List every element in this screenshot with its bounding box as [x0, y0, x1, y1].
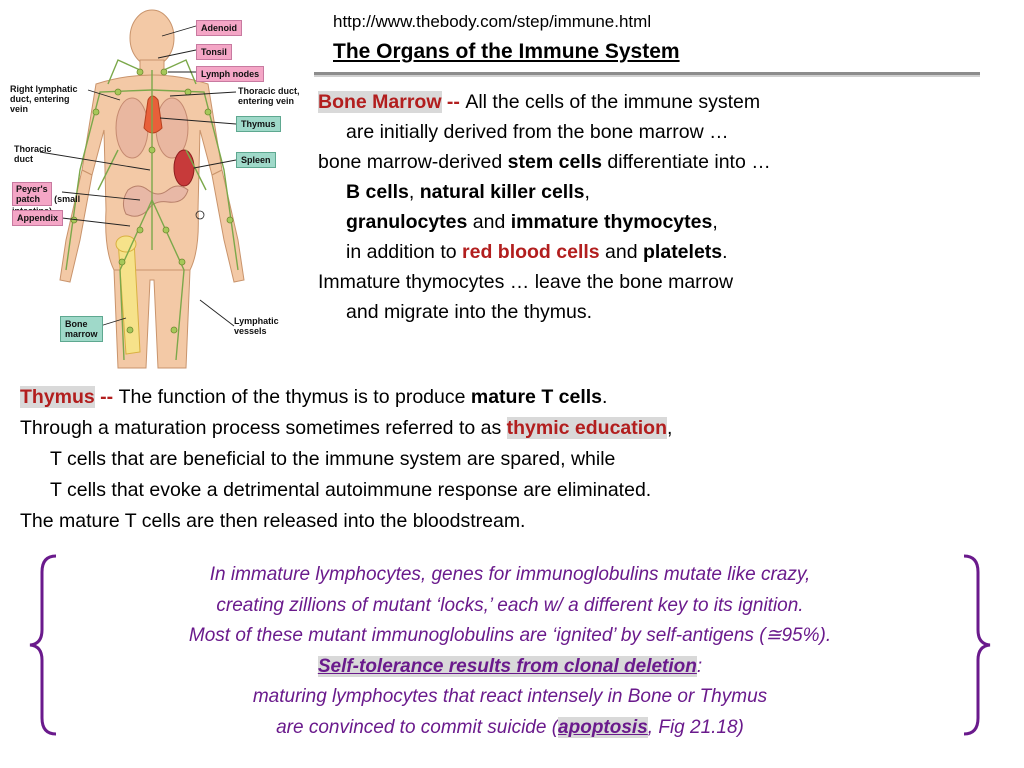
label-lymph-nodes: Lymph nodes: [196, 66, 265, 82]
bone-marrow-dash: --: [441, 91, 466, 113]
bone-marrow-line-6: in addition to red blood cells and plate…: [318, 237, 771, 267]
th-l2-a: Through a maturation process sometimes r…: [20, 417, 507, 439]
tol-l6-a: are convinced to commit suicide (: [276, 716, 559, 738]
bm-l4-b: ,: [408, 181, 420, 203]
bm-l6-e: .: [722, 241, 728, 263]
stem-cells-term: stem cells: [507, 151, 602, 173]
mature-t-cells-term: mature T cells: [470, 386, 603, 408]
bone-marrow-line-8: and migrate into the thymus.: [346, 301, 593, 323]
bone-marrow-line-3: bone marrow-derived stem cells different…: [318, 147, 771, 177]
immune-system-figure: Adenoid Tonsil Lymph nodes Right lymphat…: [0, 0, 312, 372]
tolerance-line-1: In immature lymphocytes, genes for immun…: [209, 564, 811, 585]
tol-l4-b: :: [696, 655, 703, 677]
platelets-term: platelets: [643, 241, 723, 263]
label-right-lymphatic-duct: Right lymphatic duct, entering vein: [10, 84, 78, 114]
bm-l4-d: ,: [584, 181, 590, 203]
thymus-line-5: The mature T cells are then released int…: [20, 510, 526, 532]
thymus-dash: --: [94, 386, 119, 408]
tolerance-line-6: are convinced to commit suicide (apoptos…: [60, 713, 960, 744]
th-l1-a: The function of the thymus is to produce: [118, 386, 471, 408]
bm-l3-c: differentiate into …: [601, 151, 771, 173]
thymus-paragraph: Thymus -- The function of the thymus is …: [20, 382, 672, 537]
thymus-line-3: T cells that are beneficial to the immun…: [50, 448, 616, 470]
label-thoracic-duct: Thoracic duct: [14, 144, 52, 164]
bone-marrow-text: All the cells of the immune system: [465, 91, 761, 113]
immature-thymocytes-term: immature thymocytes: [510, 211, 713, 233]
bone-marrow-paragraph: Bone Marrow -- All the cells of the immu…: [318, 87, 771, 327]
bm-l3-a: bone marrow-derived: [318, 151, 508, 173]
b-cells-term: B cells: [346, 181, 409, 203]
bm-l6-c: and: [599, 241, 644, 263]
bm-l5-d: ,: [712, 211, 718, 233]
bone-marrow-line-5: granulocytes and immature thymocytes,: [318, 207, 771, 237]
bone-marrow-line-4: B cells, natural killer cells,: [318, 177, 771, 207]
nk-cells-term: natural killer cells: [419, 181, 585, 203]
page-title: The Organs of the Immune System: [333, 40, 680, 63]
self-tolerance-box: In immature lymphocytes, genes for immun…: [60, 560, 960, 743]
apoptosis-term: apoptosis: [558, 716, 648, 738]
clonal-deletion-term: Self-tolerance results from clonal delet…: [317, 655, 697, 677]
thymus-line-4: T cells that evoke a detrimental autoimm…: [50, 479, 652, 501]
th-l1-c: .: [602, 386, 608, 408]
thymus-line-1: Thymus -- The function of the thymus is …: [20, 382, 672, 413]
tolerance-line-3: Most of these mutant immunoglobulins are…: [188, 625, 832, 646]
label-lymphatic-vessels: Lymphatic vessels: [234, 316, 279, 336]
bone-marrow-line-2: are initially derived from the bone marr…: [346, 121, 729, 143]
label-bone-marrow: Bone marrow: [60, 316, 103, 342]
right-brace: [963, 554, 991, 736]
granulocytes-term: granulocytes: [346, 211, 468, 233]
label-thymus: Thymus: [236, 116, 281, 132]
tolerance-line-4: Self-tolerance results from clonal delet…: [60, 652, 960, 683]
label-thoracic-duct-entering: Thoracic duct, entering vein: [238, 86, 300, 106]
label-peyers-patch-term: Peyer's patch: [12, 182, 52, 206]
left-brace: [29, 554, 57, 736]
label-spleen: Spleen: [236, 152, 276, 168]
label-tonsil: Tonsil: [196, 44, 232, 60]
tolerance-line-2: creating zillions of mutant ‘locks,’ eac…: [216, 594, 804, 616]
title-divider: [314, 72, 980, 75]
bone-marrow-term: Bone Marrow: [318, 91, 442, 113]
thymus-term: Thymus: [20, 386, 95, 408]
label-appendix: Appendix: [12, 210, 64, 226]
tol-l6-c: , Fig 21.18): [647, 716, 744, 738]
tolerance-line-5: maturing lymphocytes that react intensel…: [252, 686, 768, 707]
thymus-line-2: Through a maturation process sometimes r…: [20, 413, 672, 444]
bone-marrow-line-1: Bone Marrow -- All the cells of the immu…: [318, 87, 771, 117]
bm-l6-a: in addition to: [346, 241, 463, 263]
label-adenoid: Adenoid: [196, 20, 242, 36]
body-illustration: [39, 9, 245, 369]
thymic-education-term: thymic education: [506, 417, 668, 439]
red-blood-cells-term: red blood cells: [462, 241, 600, 263]
th-l2-c: ,: [667, 417, 673, 439]
bone-marrow-line-7: Immature thymocytes … leave the bone mar…: [318, 271, 734, 293]
bm-l5-b: and: [467, 211, 511, 233]
source-url: http://www.thebody.com/step/immune.html: [333, 12, 652, 31]
